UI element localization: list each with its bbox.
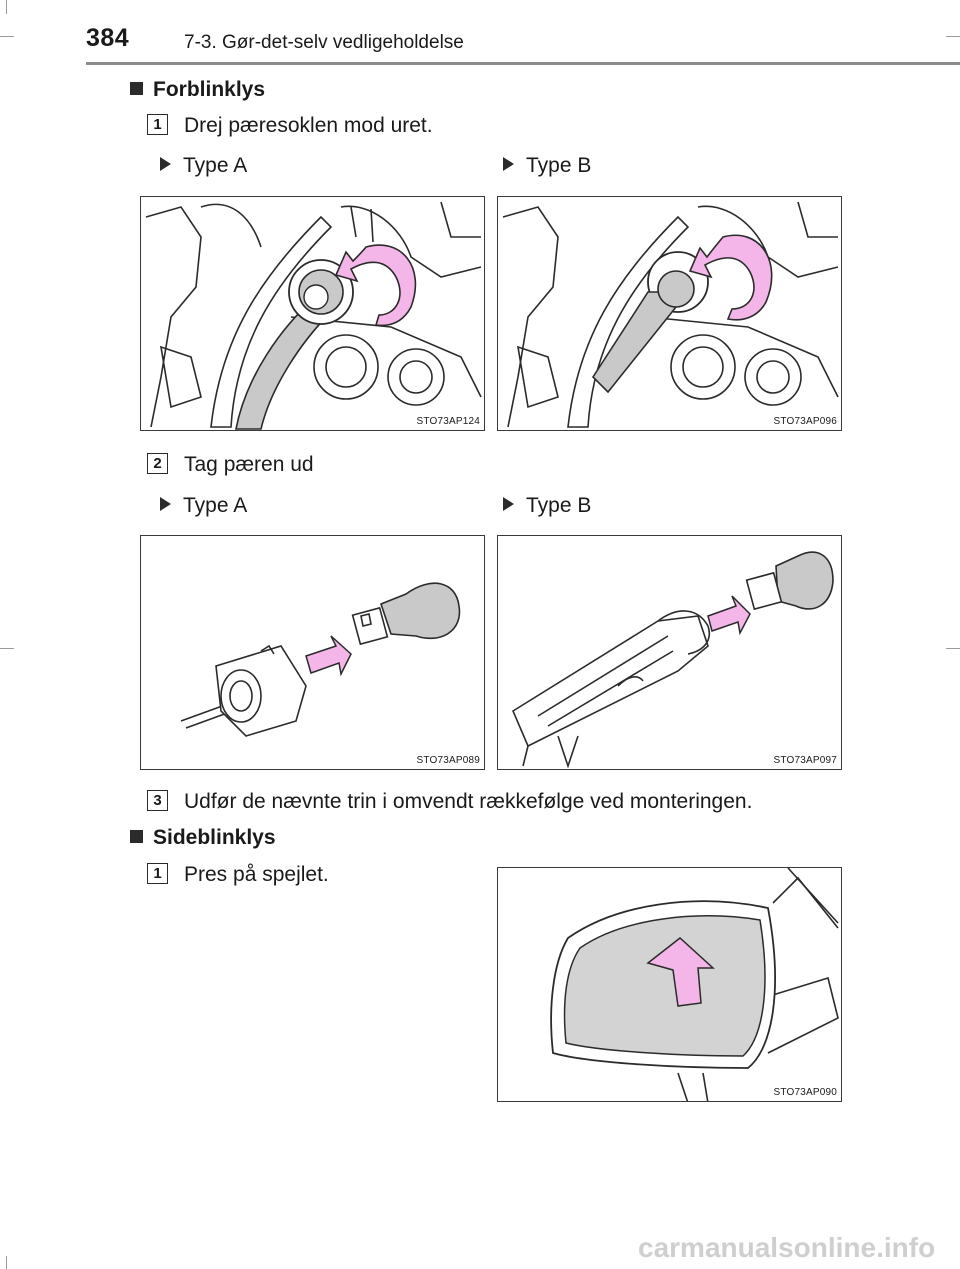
step-number: 1 <box>147 863 168 884</box>
figure-type-b-rotate: STO73AP096 <box>497 196 842 431</box>
figure-type-b-bulb: STO73AP097 <box>497 535 842 770</box>
mirror-press-illustration <box>550 868 839 1101</box>
figure-code: STO73AP096 <box>773 416 837 427</box>
page-number: 384 <box>86 24 130 52</box>
triangle-bullet-icon <box>160 157 171 171</box>
section-title: Forblinklys <box>153 78 266 101</box>
bulb-removal-illustration <box>511 551 834 769</box>
step-number: 3 <box>147 790 168 811</box>
figure-type-a-bulb: STO73AP089 <box>140 535 485 770</box>
step-text: Udfør de nævnte trin i omvendt rækkefølg… <box>184 790 753 813</box>
crop-mark <box>0 648 14 649</box>
type-b-label: Type B <box>503 154 591 178</box>
figure-code: STO73AP097 <box>773 755 837 766</box>
chapter-title: 7-3. Gør-det-selv vedligeholdelse <box>184 32 464 53</box>
crop-mark <box>0 36 14 37</box>
figure-mirror-press: STO73AP090 <box>497 867 842 1102</box>
figure-code: STO73AP089 <box>416 755 480 766</box>
bulb-removal-illustration <box>180 582 461 737</box>
section-heading-forblinklys: Forblinklys <box>130 78 265 102</box>
crop-mark <box>946 36 960 37</box>
crop-mark <box>946 648 960 649</box>
figure-code: STO73AP124 <box>416 416 480 427</box>
section-title: Sideblinklys <box>153 826 276 849</box>
header-divider <box>86 62 960 65</box>
step-text: Pres på spejlet. <box>184 863 329 886</box>
socket-rotate-illustration <box>145 201 482 430</box>
crop-mark <box>6 0 7 14</box>
figure-code: STO73AP090 <box>773 1087 837 1098</box>
step-text: Drej pæresoklen mod uret. <box>184 114 433 137</box>
square-bullet-icon <box>130 82 143 95</box>
watermark: carmanualsonline.info <box>638 1232 936 1263</box>
socket-rotate-illustration <box>502 201 839 428</box>
section-heading-sideblinklys: Sideblinklys <box>130 826 276 850</box>
triangle-bullet-icon <box>503 497 514 511</box>
crop-mark <box>6 1256 7 1269</box>
type-a-label: Type A <box>160 154 247 178</box>
type-b-label: Type B <box>503 494 591 518</box>
step-number: 1 <box>147 114 168 135</box>
type-a-label: Type A <box>160 494 247 518</box>
square-bullet-icon <box>130 830 143 843</box>
triangle-bullet-icon <box>503 157 514 171</box>
figure-type-a-rotate: STO73AP124 <box>140 196 485 431</box>
step-text: Tag pæren ud <box>184 453 314 476</box>
triangle-bullet-icon <box>160 497 171 511</box>
step-number: 2 <box>147 453 168 474</box>
